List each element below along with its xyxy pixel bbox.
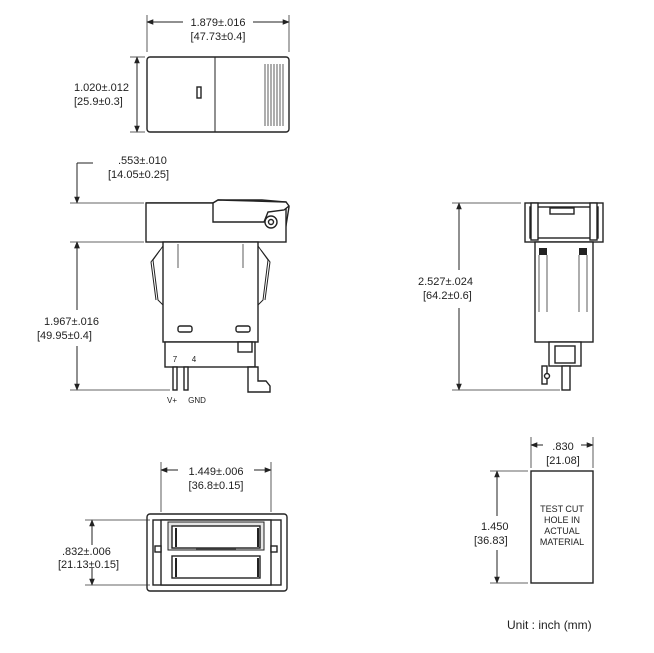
- bottom-view: 1.449±.006 [36.8±0.15] .832±.006 [21.13±…: [58, 462, 288, 592]
- pin-label-4: 4: [192, 355, 197, 364]
- pin-label-gnd: GND: [188, 396, 206, 405]
- end-height-mm: [64.2±0.6]: [423, 290, 472, 302]
- unit-note: Unit : inch (mm): [507, 618, 592, 632]
- cutout-height-inch: 1.450: [481, 521, 509, 533]
- top-width-inch: 1.879±.016: [191, 17, 246, 29]
- side-offset-mm: [14.05±0.25]: [108, 169, 169, 181]
- top-view: 1.879±.016 [47.73±0.4] 1.020±.012 [25.9±…: [74, 15, 290, 133]
- top-height-mm: [25.9±0.3]: [74, 96, 123, 108]
- pin-label-7: 7: [173, 355, 178, 364]
- cutout-width-mm: [21.08]: [546, 455, 580, 467]
- cutout-label-line-4: MATERIAL: [540, 537, 584, 547]
- bottom-height-inch: .832±.006: [62, 546, 111, 558]
- side-offset-inch: .553±.010: [118, 155, 167, 167]
- panel-cutout: TEST CUT HOLE IN ACTUAL MATERIAL .830 [2…: [474, 437, 594, 584]
- cutout-label-line-1: TEST CUT: [540, 504, 584, 514]
- bottom-width-mm: [36.8±0.15]: [189, 480, 244, 492]
- bottom-width-inch: 1.449±.006: [189, 466, 244, 478]
- cutout-label-line-2: HOLE IN: [544, 515, 580, 525]
- bottom-height-mm: [21.13±0.15]: [58, 559, 119, 571]
- side-height-inch: 1.967±.016: [44, 316, 99, 328]
- top-view-ribs: [264, 64, 284, 126]
- top-width-mm: [47.73±0.4]: [191, 31, 246, 43]
- cutout-height-mm: [36.83]: [474, 535, 508, 547]
- pin-label-vplus: V+: [167, 396, 177, 405]
- top-height-inch: 1.020±.012: [74, 82, 129, 94]
- cutout-width-inch: .830: [552, 441, 573, 453]
- cutout-label-line-3: ACTUAL: [544, 526, 580, 536]
- end-view: 2.527±.024 [64.2±0.6]: [418, 202, 604, 391]
- side-view: 7 4 V+ GND .553±.010 [14.05±0.25] 1.967±…: [37, 155, 290, 405]
- side-height-mm: [49.95±0.4]: [37, 330, 92, 342]
- end-height-inch: 2.527±.024: [418, 276, 473, 288]
